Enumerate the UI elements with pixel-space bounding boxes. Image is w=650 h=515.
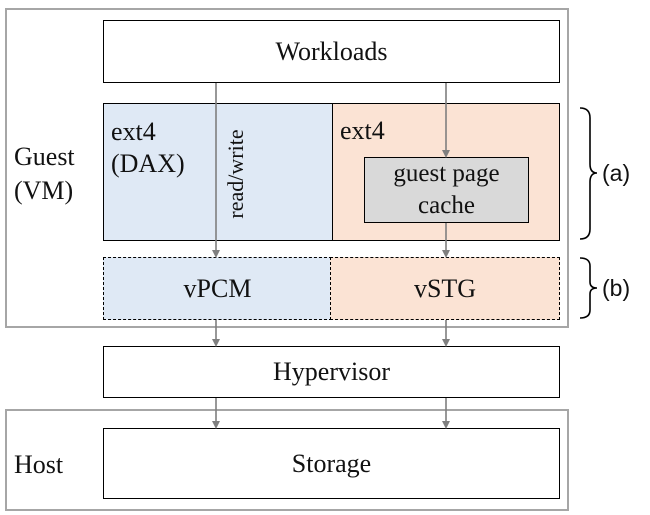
bracket-a-label: (a) — [602, 160, 631, 186]
storage-box: Storage — [103, 428, 560, 499]
host-region — [5, 409, 569, 511]
bracket-b — [579, 257, 598, 319]
bracket-b-label: (b) — [602, 275, 631, 301]
ext4-dax-label-line2: (DAX) — [111, 149, 185, 178]
host-label: Host — [14, 450, 64, 479]
guest-page-cache-box: guest page cache — [364, 157, 529, 223]
guest-label-line2: (VM) — [14, 176, 74, 205]
ext4-dax-box — [103, 103, 333, 241]
ext4-right-label: ext4 — [340, 116, 385, 145]
storage-label: Storage — [291, 448, 372, 478]
vstg-box: vSTG — [330, 257, 560, 320]
bracket-a — [579, 107, 598, 240]
vpcm-box: vPCM — [103, 257, 332, 320]
guest-page-cache-line2: cache — [418, 192, 475, 219]
vpcm-label: vPCM — [183, 273, 252, 303]
hypervisor-box: Hypervisor — [103, 346, 560, 398]
ext4-dax-label: ext4 (DAX) — [111, 116, 185, 180]
guest-page-cache-label: guest page cache — [365, 158, 528, 222]
workloads-label: Workloads — [275, 36, 388, 66]
guest-page-cache-line1: guest page — [393, 160, 500, 187]
guest-label-line1: Guest — [14, 142, 75, 171]
workloads-box: Workloads — [103, 20, 560, 83]
hypervisor-label: Hypervisor — [273, 357, 390, 386]
vstg-label: vSTG — [413, 273, 477, 303]
guest-label: Guest (VM) — [14, 140, 75, 208]
guest-vm-region — [5, 8, 569, 328]
ext4-dax-label-line1: ext4 — [111, 117, 156, 146]
